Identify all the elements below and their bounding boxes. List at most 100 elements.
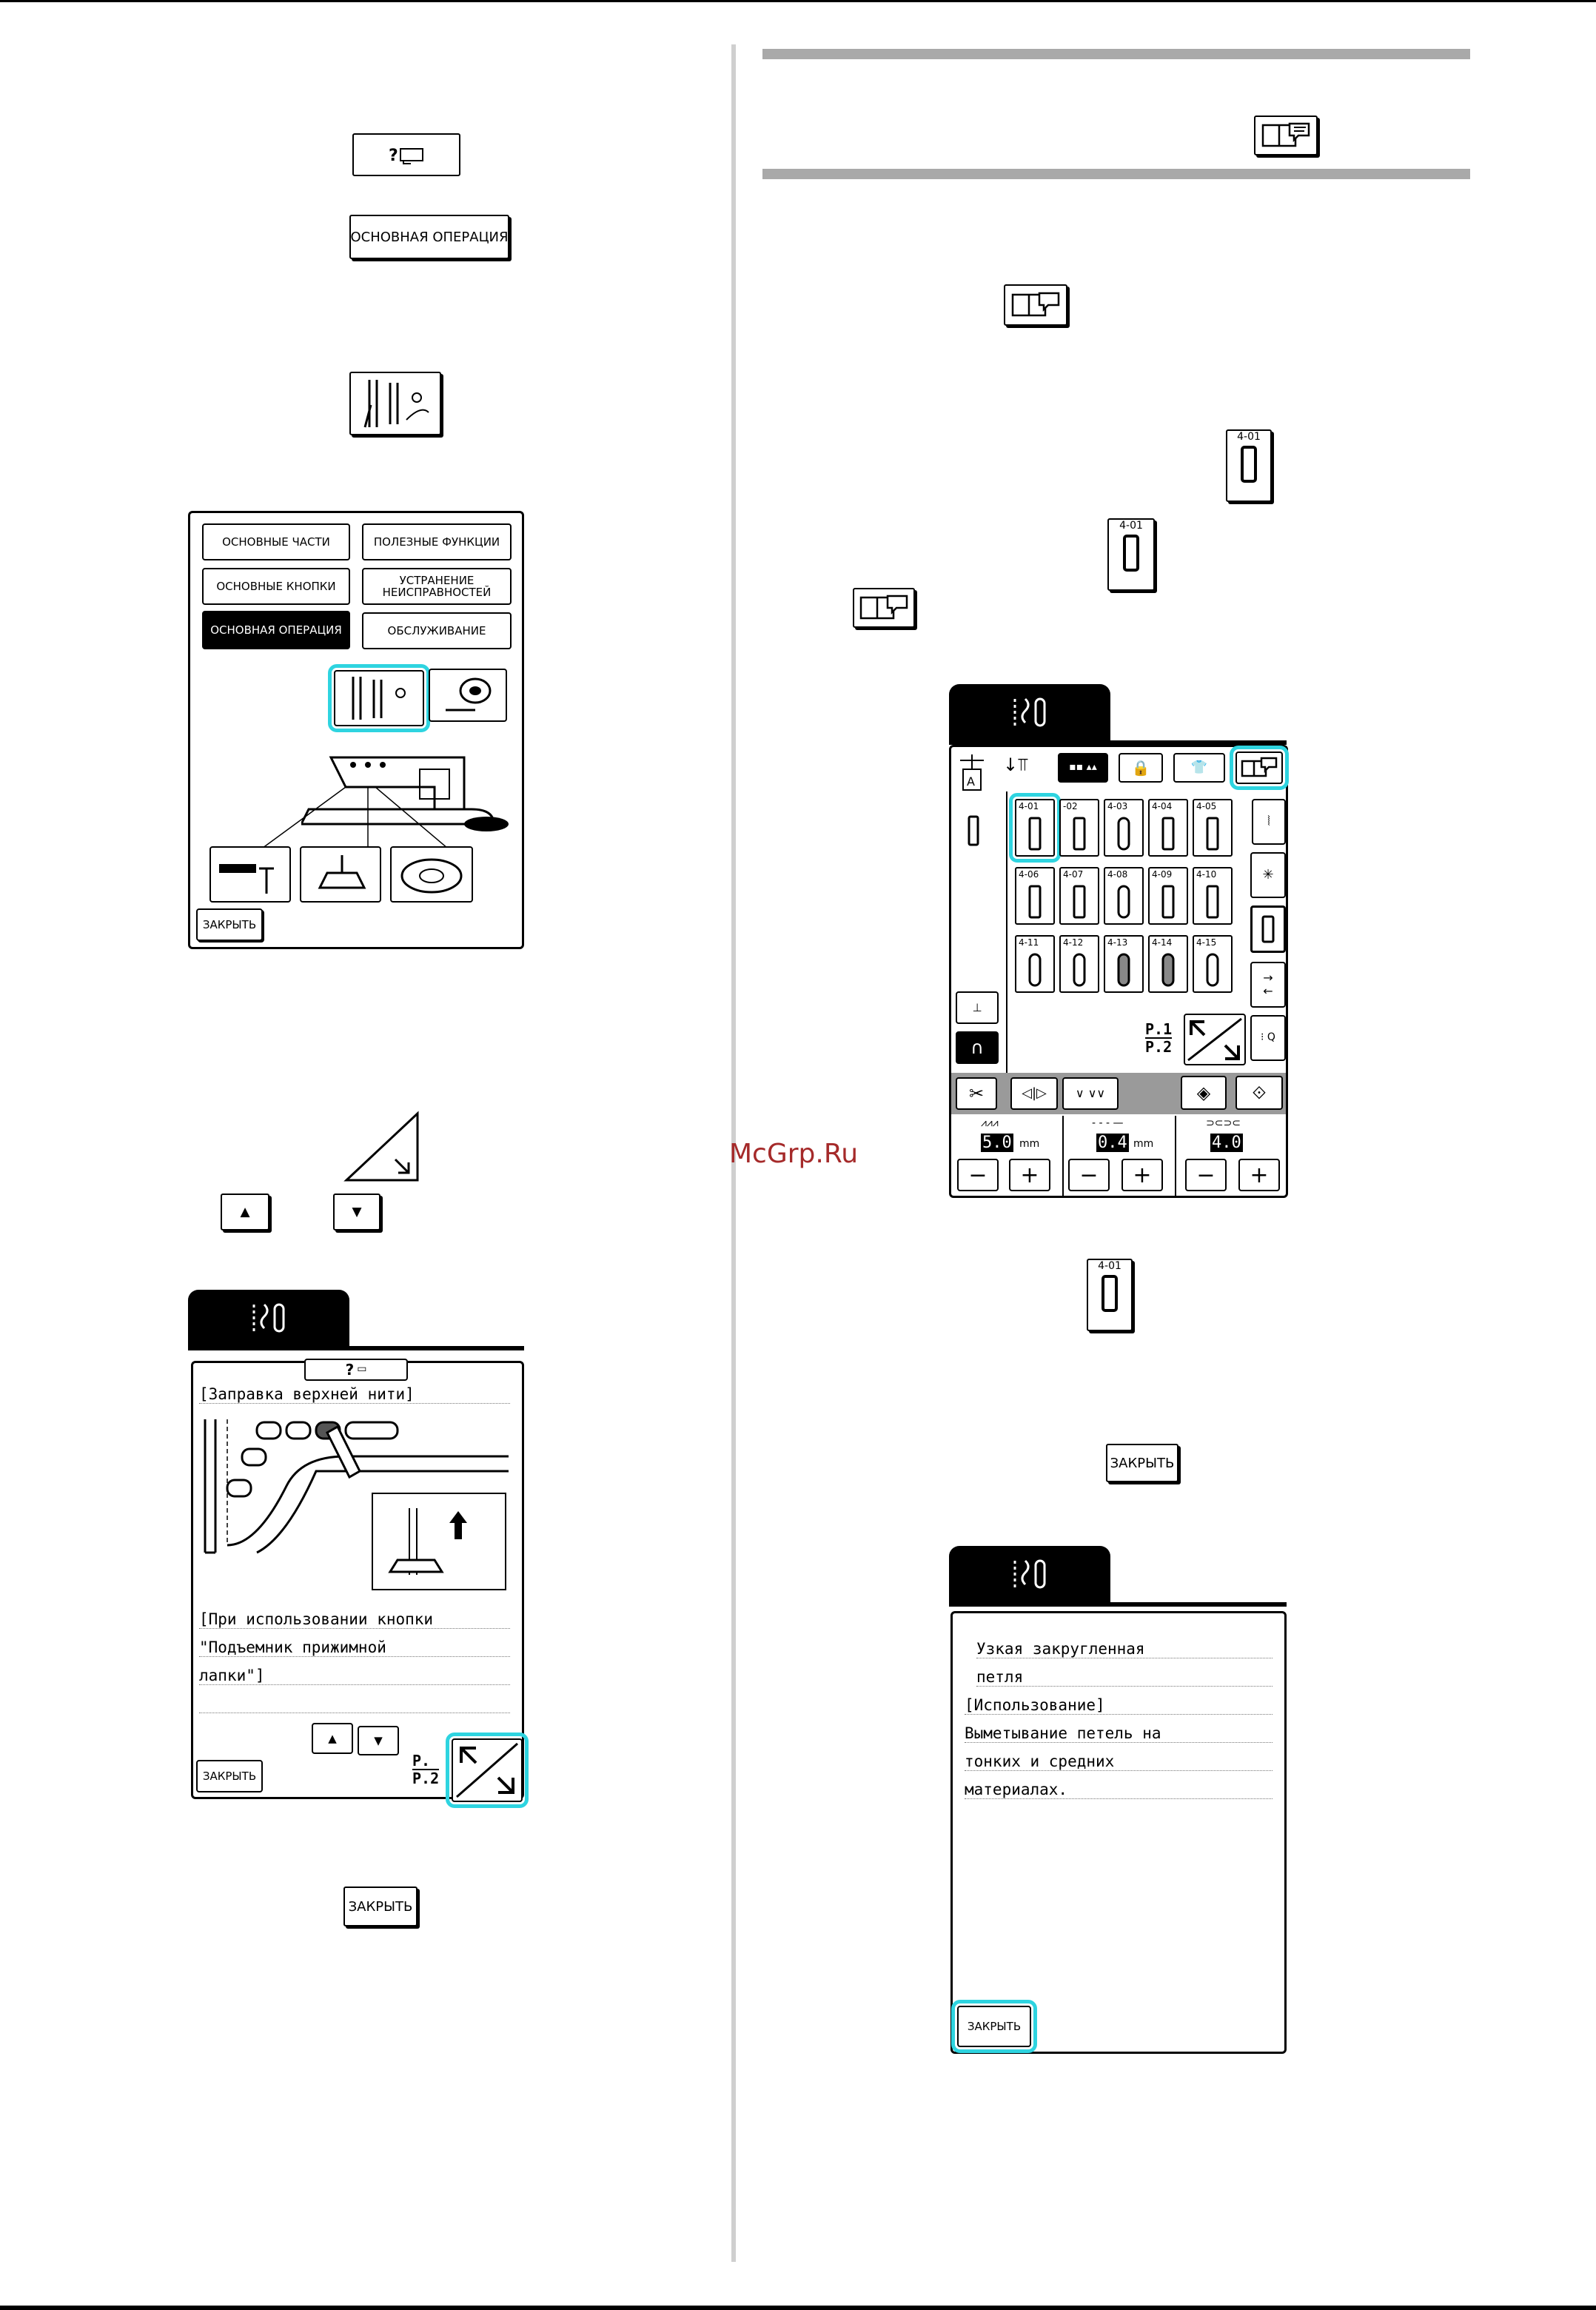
stitch-info-button[interactable]	[1230, 746, 1289, 790]
info-close-button[interactable]: ЗАКРЫТЬ	[951, 2000, 1037, 2053]
tension-minus-button[interactable]: −	[1185, 1159, 1227, 1191]
threading-down-button[interactable]: ▼	[358, 1726, 399, 1755]
stitch-code: 4-12	[1063, 937, 1084, 948]
buttonhole-icon	[1073, 953, 1086, 987]
buttonhole-icon	[1073, 885, 1086, 919]
info-line-6: материалах.	[965, 1781, 1273, 1799]
needle-threader-icon[interactable]	[209, 846, 291, 903]
pattern-type-button[interactable]: 👕	[1173, 753, 1225, 783]
memory-button[interactable]: ◈	[1181, 1076, 1227, 1110]
close-key-2[interactable]: ЗАКРЫТЬ	[1106, 1444, 1178, 1482]
settings-divider-2	[1175, 1116, 1176, 1197]
bobbin-case-icon[interactable]	[390, 846, 473, 903]
stitch-key-icon-2[interactable]: 4-01	[1107, 518, 1155, 591]
category-tab-directional[interactable]: →←	[1250, 962, 1286, 1008]
category-tab-buttonhole[interactable]	[1250, 905, 1286, 953]
bottom-toolbar-bg	[951, 1073, 1286, 1114]
stitch-code: 4-11	[1019, 937, 1039, 948]
stitch-code: 4-08	[1107, 869, 1128, 880]
upper-threading-key-icon[interactable]	[349, 372, 441, 435]
tension-plus-button[interactable]: +	[1238, 1159, 1280, 1191]
stitch-cell[interactable]: 4-11	[1015, 935, 1055, 993]
stitch-cell[interactable]: 4-13	[1104, 935, 1144, 993]
thread-cutter-button[interactable]: ✂	[956, 1077, 997, 1110]
needle-position-button[interactable]: ⊥	[956, 991, 999, 1024]
stitch-cell[interactable]: 4-07	[1059, 867, 1099, 925]
svg-text:?: ?	[389, 147, 398, 165]
category-tab-decorative[interactable]: ✳	[1250, 852, 1286, 898]
stitch-cell[interactable]: 4-09	[1148, 867, 1188, 925]
stitch-screen-top-line	[949, 740, 1287, 745]
mode-toggle-button[interactable]: ▪▪ ▴▴	[1058, 753, 1108, 783]
threading-page-indicator: P. P.2	[412, 1752, 440, 1787]
mirror-image-button[interactable]: ◁|▷	[1010, 1077, 1058, 1110]
set-button[interactable]: ⟐	[1235, 1076, 1283, 1110]
buttonhole-icon	[1117, 953, 1130, 987]
upper-threading-icon[interactable]	[328, 664, 430, 732]
stitch-screen-tab	[949, 684, 1110, 740]
width-plus-button[interactable]: +	[1009, 1159, 1050, 1191]
buttonhole-icon	[1206, 817, 1219, 851]
menu-basic-operation[interactable]: ОСНОВНАЯ ОПЕРАЦИЯ	[202, 611, 350, 649]
stitch-page-turn-button[interactable]	[1184, 1014, 1246, 1065]
bobbin-winding-icon[interactable]	[429, 669, 507, 722]
close-key[interactable]: ЗАКРЫТЬ	[343, 1886, 418, 1926]
menu-basic-keys[interactable]: ОСНОВНЫЕ КНОПКИ	[202, 568, 350, 605]
stitch-cell[interactable]: 4-05	[1193, 799, 1233, 857]
stitch-cell[interactable]: 4-04	[1148, 799, 1188, 857]
reverse-stitch-button[interactable]: ∩	[956, 1031, 999, 1064]
buttonhole-icon	[1028, 885, 1042, 919]
stitch-key-icon[interactable]: 4-01	[1226, 429, 1272, 502]
twin-needle-button[interactable]: ∨ ∨∨	[1062, 1077, 1119, 1110]
stitch-key-icon-3[interactable]: 4-01	[1087, 1259, 1133, 1331]
menu-troubleshooting[interactable]: УСТРАНЕНИЕ НЕИСПРАВНОСТЕЙ	[362, 568, 512, 605]
help-menu-close-button[interactable]: ЗАКРЫТЬ	[196, 908, 263, 941]
menu-basic-parts[interactable]: ОСНОВНЫЕ ЧАСТИ	[202, 523, 350, 560]
stitch-cell[interactable]: 4-14	[1148, 935, 1188, 993]
buttonhole-icon	[1161, 953, 1175, 987]
stitch-cell[interactable]: 4-12	[1059, 935, 1099, 993]
category-tab-tacking[interactable]: ⁝ Q	[1250, 1015, 1286, 1061]
help-menu-panel: ОСНОВНЫЕ ЧАСТИ ПОЛЕЗНЫЕ ФУНКЦИИ ОСНОВНЫЕ…	[188, 511, 524, 949]
down-arrow-key[interactable]: ▼	[333, 1194, 380, 1231]
stitch-code: 4-03	[1107, 801, 1128, 811]
menu-maintenance[interactable]: ОБСЛУЖИВАНИЕ	[362, 612, 512, 649]
category-tab-utility[interactable]: ⦚	[1252, 799, 1286, 845]
stitch-code: 4-01	[1019, 801, 1039, 811]
section-bar-top	[762, 49, 1470, 59]
threading-up-button[interactable]: ▲	[312, 1723, 353, 1754]
stitch-length-unit: mm	[1133, 1138, 1154, 1150]
stitch-width-label-icon: ⩘⩘⩘	[981, 1117, 999, 1129]
stitch-cell[interactable]: -02	[1059, 799, 1099, 857]
width-minus-button[interactable]: −	[957, 1159, 999, 1191]
info-key-icon-2[interactable]	[1004, 284, 1067, 326]
help-key-icon[interactable]: ?	[352, 133, 460, 176]
length-minus-button[interactable]: −	[1068, 1159, 1110, 1191]
threading-close-button[interactable]: ЗАКРЫТЬ	[196, 1760, 263, 1792]
page-total: P.2	[412, 1770, 440, 1787]
needle-mode-icon: ↓⫪	[1003, 754, 1028, 775]
stitch-cell[interactable]: 4-01	[1009, 793, 1061, 863]
menu-useful-functions[interactable]: ПОЛЕЗНЫЕ ФУНКЦИИ	[362, 523, 512, 560]
stitch-cell[interactable]: 4-03	[1104, 799, 1144, 857]
stitch-cell[interactable]: 4-15	[1193, 935, 1233, 993]
buttonhole-icon	[1117, 885, 1130, 919]
page-turn-key-icon[interactable]	[343, 1111, 423, 1185]
lock-button[interactable]: 🔒	[1119, 753, 1163, 783]
stitch-cell[interactable]: 4-10	[1193, 867, 1233, 925]
info-key-icon[interactable]	[1254, 116, 1318, 155]
info-key-icon-3[interactable]	[853, 588, 915, 628]
up-arrow-key[interactable]: ▲	[221, 1194, 269, 1231]
threading-page-turn-button[interactable]	[446, 1732, 529, 1808]
threading-screen: ?▭ [Заправка верхней нити] [При использо…	[191, 1359, 524, 1799]
stitch-cell[interactable]: 4-08	[1104, 867, 1144, 925]
basic-operation-key[interactable]: ОСНОВНАЯ ОПЕРАЦИЯ	[349, 215, 509, 259]
help-key-icon-small: ?▭	[304, 1359, 408, 1381]
length-plus-button[interactable]: +	[1121, 1159, 1163, 1191]
stitch-cell[interactable]: 4-06	[1015, 867, 1055, 925]
settings-divider-1	[1062, 1116, 1064, 1197]
stitch-code: 4-09	[1152, 869, 1173, 880]
presser-foot-icon[interactable]	[300, 846, 381, 903]
info-line-3: [Использование]	[965, 1696, 1273, 1715]
